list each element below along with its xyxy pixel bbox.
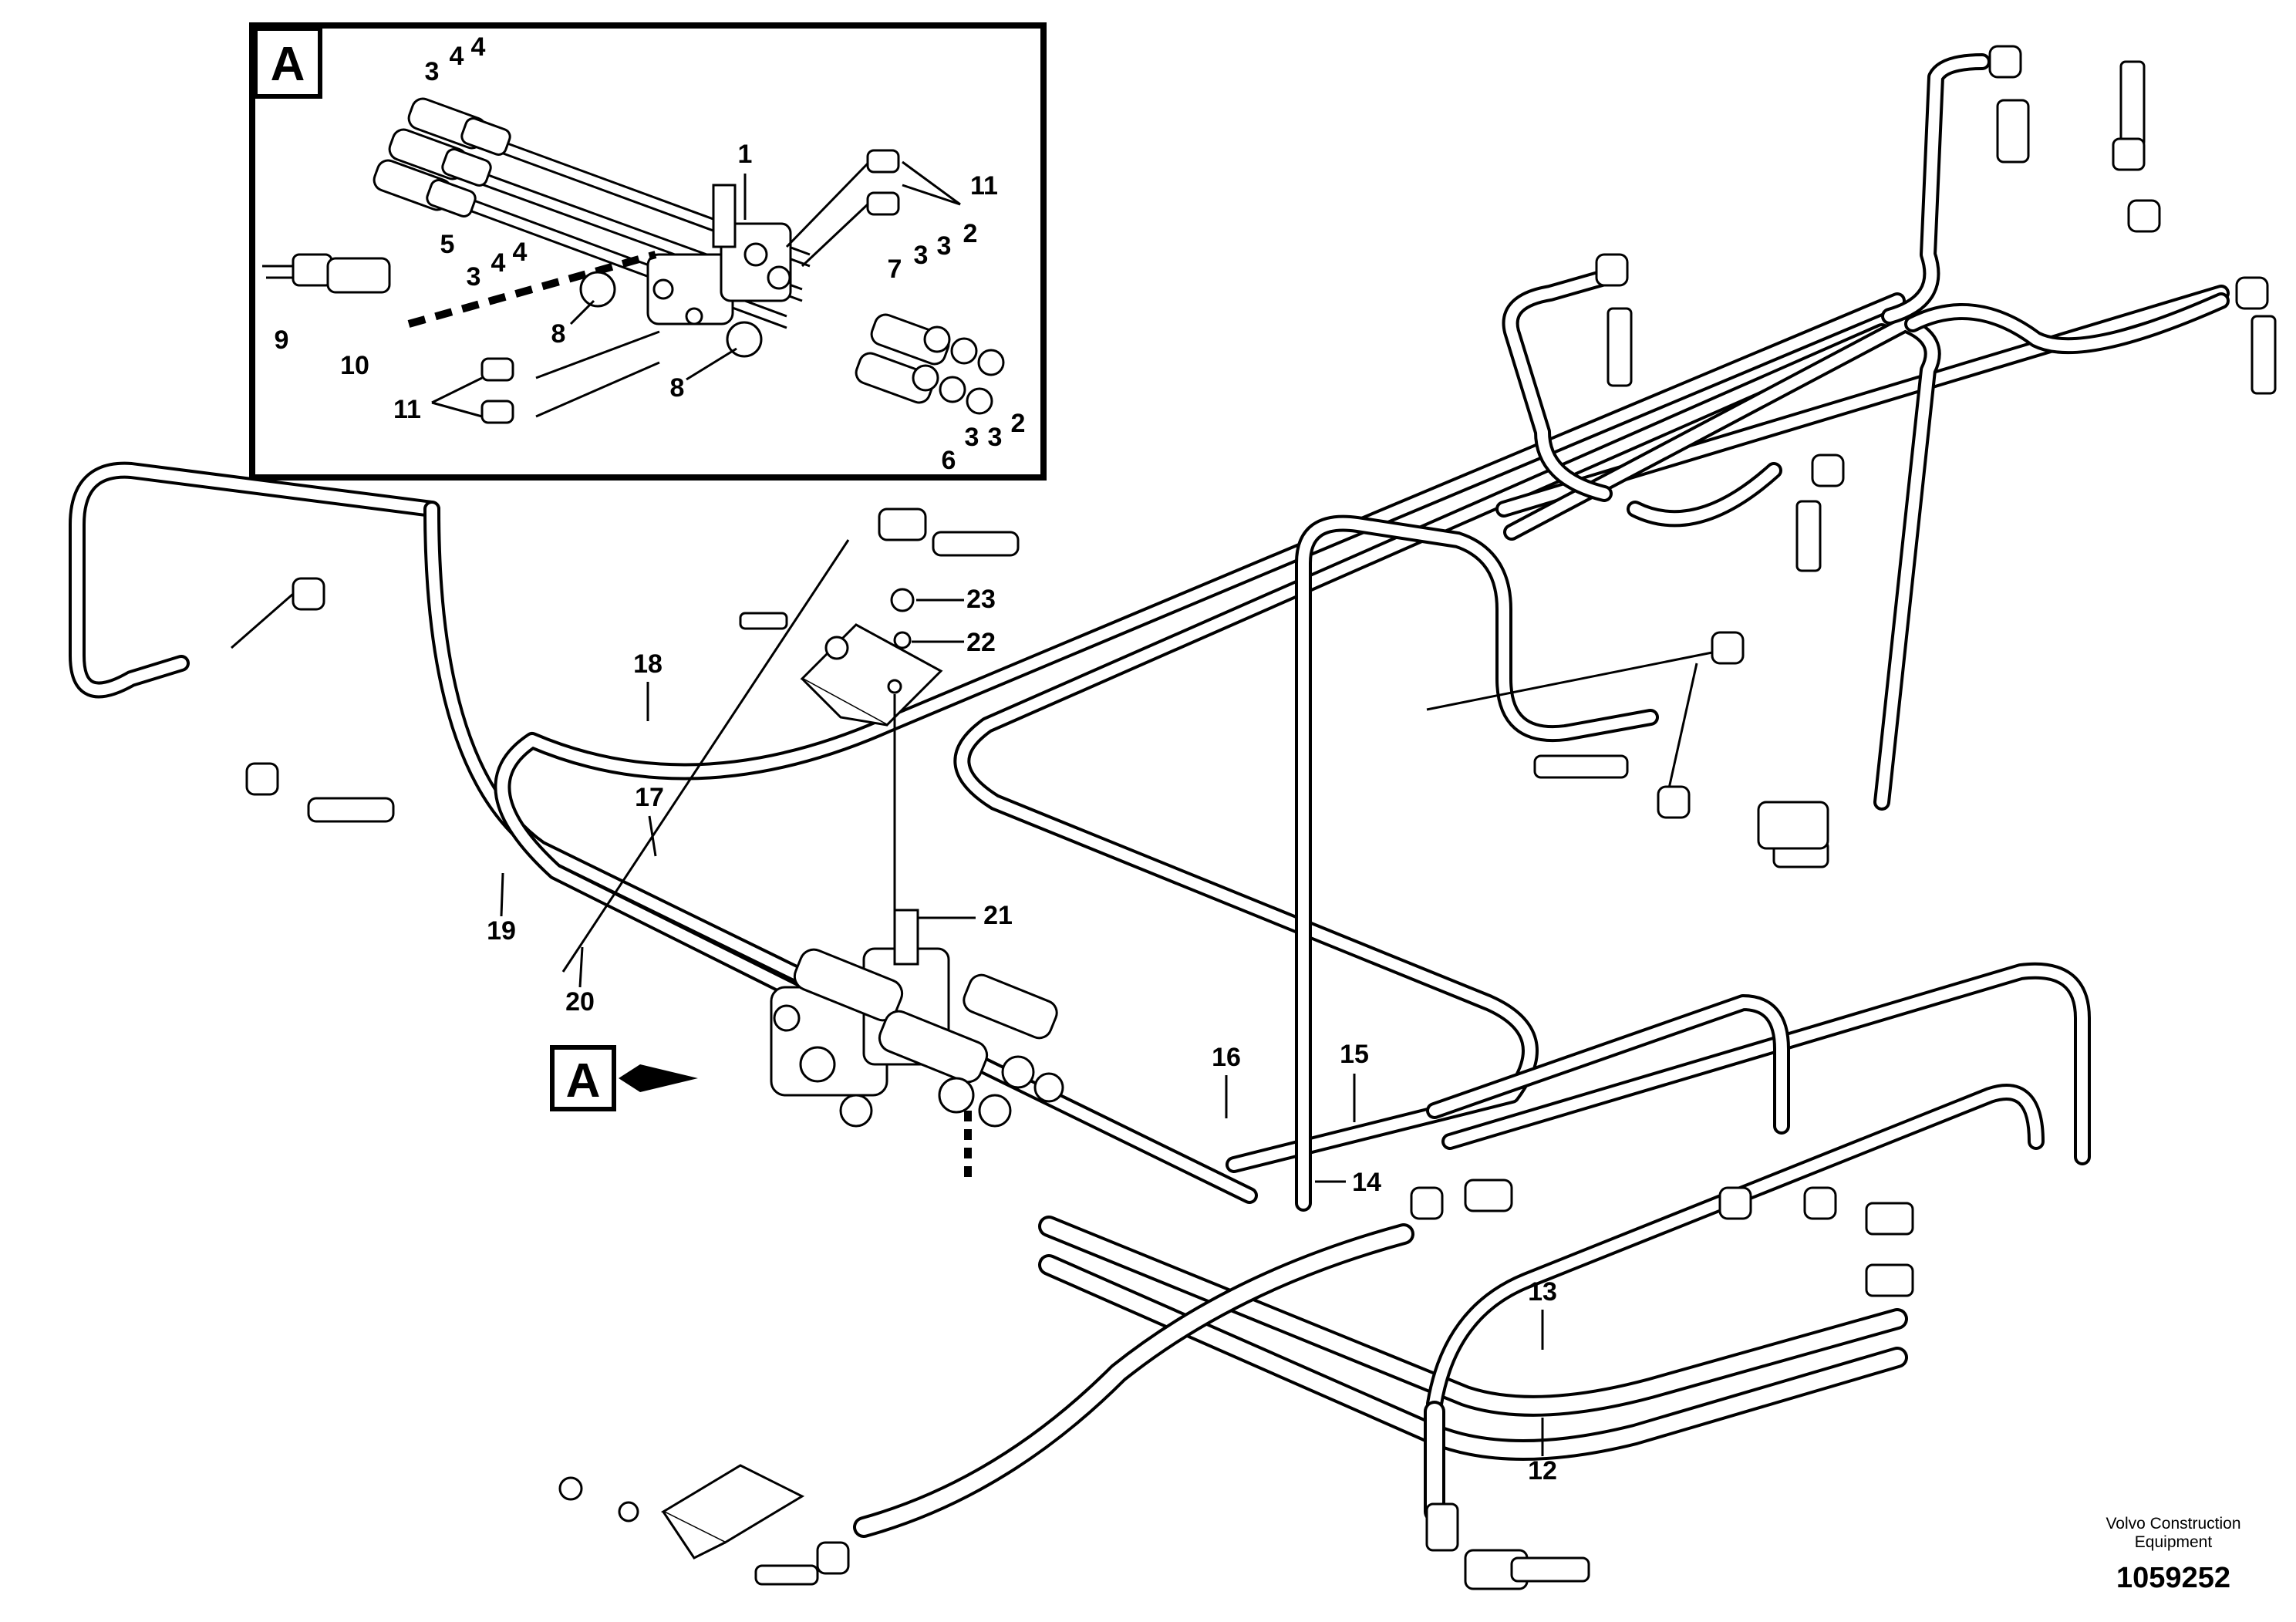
callout-3a: 3 <box>425 57 440 86</box>
view-arrow-a: A <box>550 1045 698 1111</box>
lower-hose <box>853 1223 1445 1538</box>
right-loop-tubes <box>1426 962 2091 1412</box>
callout-3b: 3 <box>467 262 481 292</box>
inset-elbows <box>480 149 900 424</box>
callout-4d: 4 <box>513 238 528 267</box>
callout-3c: 3 <box>914 241 929 270</box>
hose-12 <box>1038 1254 1908 1461</box>
callout-11b: 11 <box>393 395 421 424</box>
callout-4a: 4 <box>450 42 464 71</box>
inset-tag-frame <box>253 26 322 99</box>
callout-13: 13 <box>1528 1277 1557 1307</box>
callout-10: 10 <box>340 351 369 380</box>
callout-5: 5 <box>440 230 455 259</box>
inset-sensor <box>262 251 657 328</box>
brand-line-2: Equipment <box>2135 1533 2213 1551</box>
main-callouts: 23 22 18 17 21 19 20 16 15 14 13 12 <box>487 585 1557 1485</box>
inset-frame <box>249 22 1047 481</box>
callout-16: 16 <box>1212 1043 1241 1072</box>
inset-tag-label: A <box>271 38 305 91</box>
main-assembly: A 23 22 18 17 21 19 20 16 15 14 13 <box>69 45 2277 1594</box>
inset-valve-block <box>646 184 792 358</box>
brand-line-1: Volvo Construction <box>2106 1515 2240 1533</box>
upper-right-tubes <box>1495 53 2230 811</box>
document-number: 1059252 <box>2116 1562 2230 1594</box>
callout-15: 15 <box>1340 1040 1369 1069</box>
callout-23: 23 <box>966 585 996 614</box>
control-valve-block <box>770 909 1064 1180</box>
callout-8b: 8 <box>670 373 685 403</box>
view-tag-frame <box>550 1045 616 1111</box>
inset-callouts: 1 3 4 4 5 3 4 4 9 10 8 8 11 11 7 3 3 2 3… <box>275 32 1026 475</box>
callout-2b: 2 <box>1011 409 1026 438</box>
callout-20: 20 <box>565 987 595 1017</box>
callout-21: 21 <box>983 901 1013 930</box>
callout-3f: 3 <box>988 423 1003 452</box>
mount-bracket <box>739 588 943 910</box>
callout-18: 18 <box>633 649 663 679</box>
fittings <box>245 45 2277 1590</box>
inset-hose-ends-left <box>373 97 511 218</box>
lower-bracket <box>558 1464 805 1560</box>
callout-12: 12 <box>1528 1456 1557 1485</box>
hose-13 <box>1038 1216 1908 1417</box>
callout-1: 1 <box>738 140 753 169</box>
view-arrow-icon <box>619 1064 698 1092</box>
callout-3e: 3 <box>965 423 979 452</box>
callout-3d: 3 <box>937 231 952 261</box>
tube-15 <box>953 323 1890 1173</box>
callout-6: 6 <box>942 446 956 475</box>
inset-detail-a: A <box>249 22 1047 481</box>
callout-8a: 8 <box>551 319 566 349</box>
callout-17: 17 <box>635 783 664 812</box>
tube-18 <box>494 292 1906 1034</box>
inset-hose-ends-right <box>855 313 1005 415</box>
callout-2a: 2 <box>963 219 978 248</box>
callout-4b: 4 <box>471 32 486 62</box>
tube-14 <box>1295 514 1659 1212</box>
callout-7: 7 <box>888 255 902 284</box>
view-tag-label: A <box>566 1054 601 1108</box>
title-block: Volvo Construction Equipment 1059252 <box>2106 1515 2240 1594</box>
callout-22: 22 <box>966 628 996 657</box>
callout-14: 14 <box>1352 1168 1381 1197</box>
callout-9: 9 <box>275 325 289 355</box>
wires <box>231 539 1736 973</box>
callout-11a: 11 <box>970 171 998 201</box>
callout-4c: 4 <box>491 248 506 278</box>
callout-19: 19 <box>487 916 516 946</box>
